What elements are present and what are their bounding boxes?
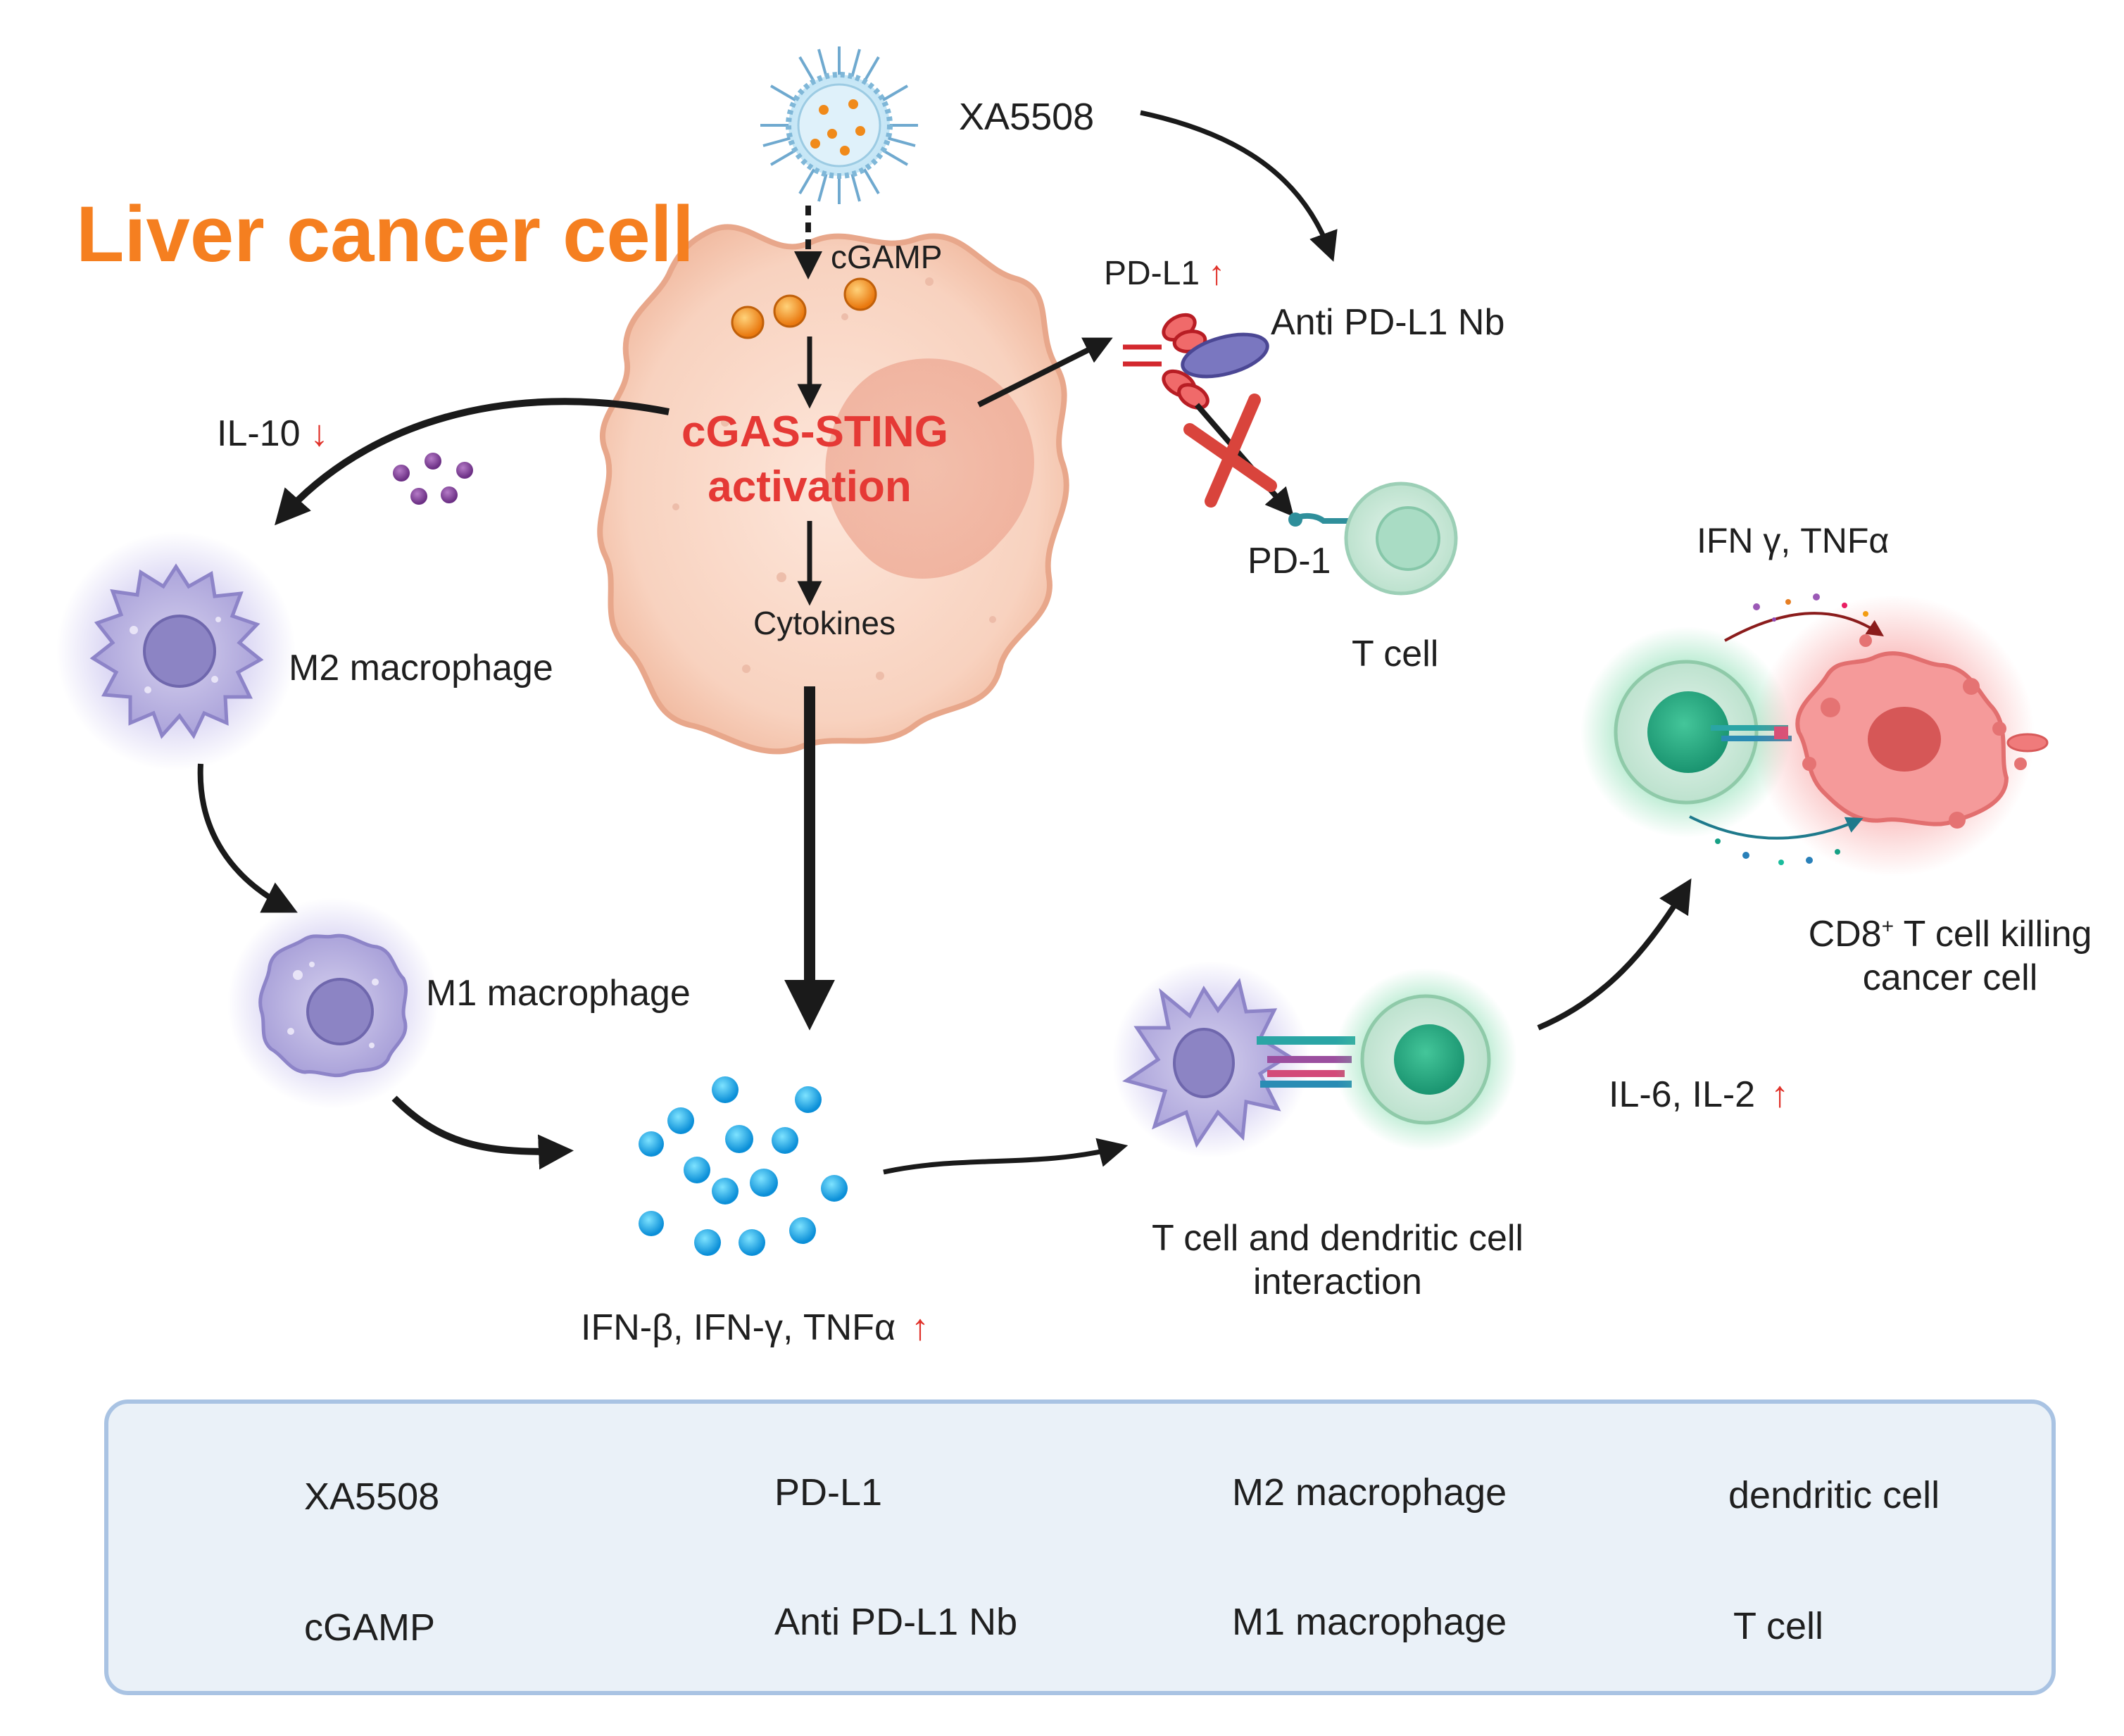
- cgas-sting-activation-label: cGAS-STING activation: [681, 405, 948, 514]
- il6-il2-label: IL-6, IL-2 ↑: [1609, 1073, 1789, 1117]
- xa5508-nanoparticle: [760, 46, 918, 204]
- pd1-label: PD-1: [1248, 541, 1331, 581]
- pdl1-to-pd1-arrow: [1194, 403, 1294, 517]
- cd8-text: CD8: [1808, 914, 1882, 955]
- il10-molecules: [393, 453, 473, 505]
- cgas-sting-line2: activation: [708, 462, 912, 511]
- legend-anti-pdl1-label: Anti PD-L1 Nb: [774, 1601, 1018, 1643]
- ifn-tnf-label: IFN γ, TNFα: [1697, 521, 1890, 560]
- cytokines-to-interaction-arrow: [883, 1138, 1129, 1175]
- m2-macrophage: [56, 532, 296, 771]
- pd1-receptor: [1288, 512, 1348, 527]
- interaction-line2: interaction: [1253, 1262, 1422, 1303]
- t-cell-label: T cell: [1352, 634, 1439, 674]
- ifn-flow-arrow: [1724, 612, 1884, 642]
- pdl1-up-arrow: ↑: [1208, 255, 1226, 292]
- m2-macrophage-label: M2 macrophage: [289, 648, 553, 688]
- cytotoxic-flow-arrow: [1689, 815, 1864, 840]
- liver-cancer-cell: [597, 224, 1069, 755]
- figure-title: Liver cancer cell: [76, 190, 694, 278]
- il10-down-arrow: ↓: [310, 413, 329, 454]
- il6-label-text: IL-6, IL-2: [1609, 1074, 1756, 1115]
- ifn-beta-label: IFN-β, IFN-γ, TNFα ↑: [581, 1306, 929, 1350]
- cancer-nucleus: [825, 358, 1034, 579]
- t-cell-top: [1344, 482, 1458, 596]
- anti-pdl1-nanobody: [1181, 332, 1269, 379]
- legend-m1-label: M1 macrophage: [1232, 1601, 1507, 1643]
- cd8-line2: cancer cell: [1862, 957, 2038, 999]
- m2-to-m1-arrow: [197, 763, 298, 913]
- m1-macrophage: [227, 898, 439, 1109]
- dying-cancer-cell: [1753, 595, 2049, 876]
- cd8-superscript: +: [1881, 914, 1894, 938]
- dendritic-cell: [1112, 961, 1309, 1158]
- m1-macrophage-label: M1 macrophage: [426, 973, 691, 1014]
- interaction-to-killing-arrow: [1537, 878, 1692, 1031]
- cd8-line1: CD8+ T cell killing: [1781, 912, 2119, 956]
- t-cell-interaction: [1334, 968, 1517, 1151]
- cancer-to-m2-arrow: [275, 398, 670, 526]
- pdl1-label-text: PD-L1: [1104, 255, 1200, 292]
- cgas-sting-line1: cGAS-STING: [681, 408, 948, 456]
- il10-label: IL-10↓: [217, 412, 329, 455]
- xa5508-to-antibody-arrow: [1140, 110, 1338, 262]
- cgamp-spheres: [731, 277, 877, 339]
- cgamp-label: cGAMP: [831, 239, 943, 275]
- xa5508-label: XA5508: [959, 96, 1095, 138]
- cd8-t-cell: [1581, 627, 1792, 838]
- legend-pdl1-label: PD-L1: [774, 1471, 883, 1514]
- interaction-line1: T cell and dendritic cell: [1152, 1218, 1523, 1259]
- legend-xa5508-label: XA5508: [304, 1476, 440, 1518]
- m1-to-cytokines-arrow: [391, 1095, 574, 1170]
- il6-up-arrow: ↑: [1771, 1074, 1790, 1115]
- legend-cgamp-label: cGAMP: [304, 1606, 436, 1649]
- pdl1-label: PD-L1↑: [1104, 253, 1225, 294]
- legend-box: [104, 1400, 2056, 1695]
- cd8-killing-label: CD8+ T cell killing cancer cell: [1781, 912, 2119, 1000]
- cytokines-label: Cytokines: [753, 605, 896, 641]
- interaction-label: T cell and dendritic cell interaction: [1098, 1216, 1577, 1304]
- secreted-particles: [1715, 593, 1868, 865]
- blocked-cross-icon: [1183, 394, 1277, 508]
- cd8-line1-text: T cell killing: [1894, 914, 2092, 955]
- sting-to-pdl1-arrow: [977, 337, 1113, 408]
- legend-tcell-label: T cell: [1733, 1605, 1824, 1647]
- legend-dendritic-label: dendritic cell: [1728, 1474, 1940, 1516]
- anti-pdl1-label: Anti PD-L1 Nb: [1271, 302, 1505, 343]
- ifn-beta-label-text: IFN-β, IFN-γ, TNFα: [581, 1307, 896, 1348]
- legend-m2-label: M2 macrophage: [1232, 1471, 1507, 1514]
- ifn-beta-up-arrow: ↑: [911, 1307, 930, 1348]
- cytokine-cluster: [639, 1076, 848, 1256]
- receptor-complex: [1257, 1036, 1355, 1088]
- il10-label-text: IL-10: [217, 413, 301, 454]
